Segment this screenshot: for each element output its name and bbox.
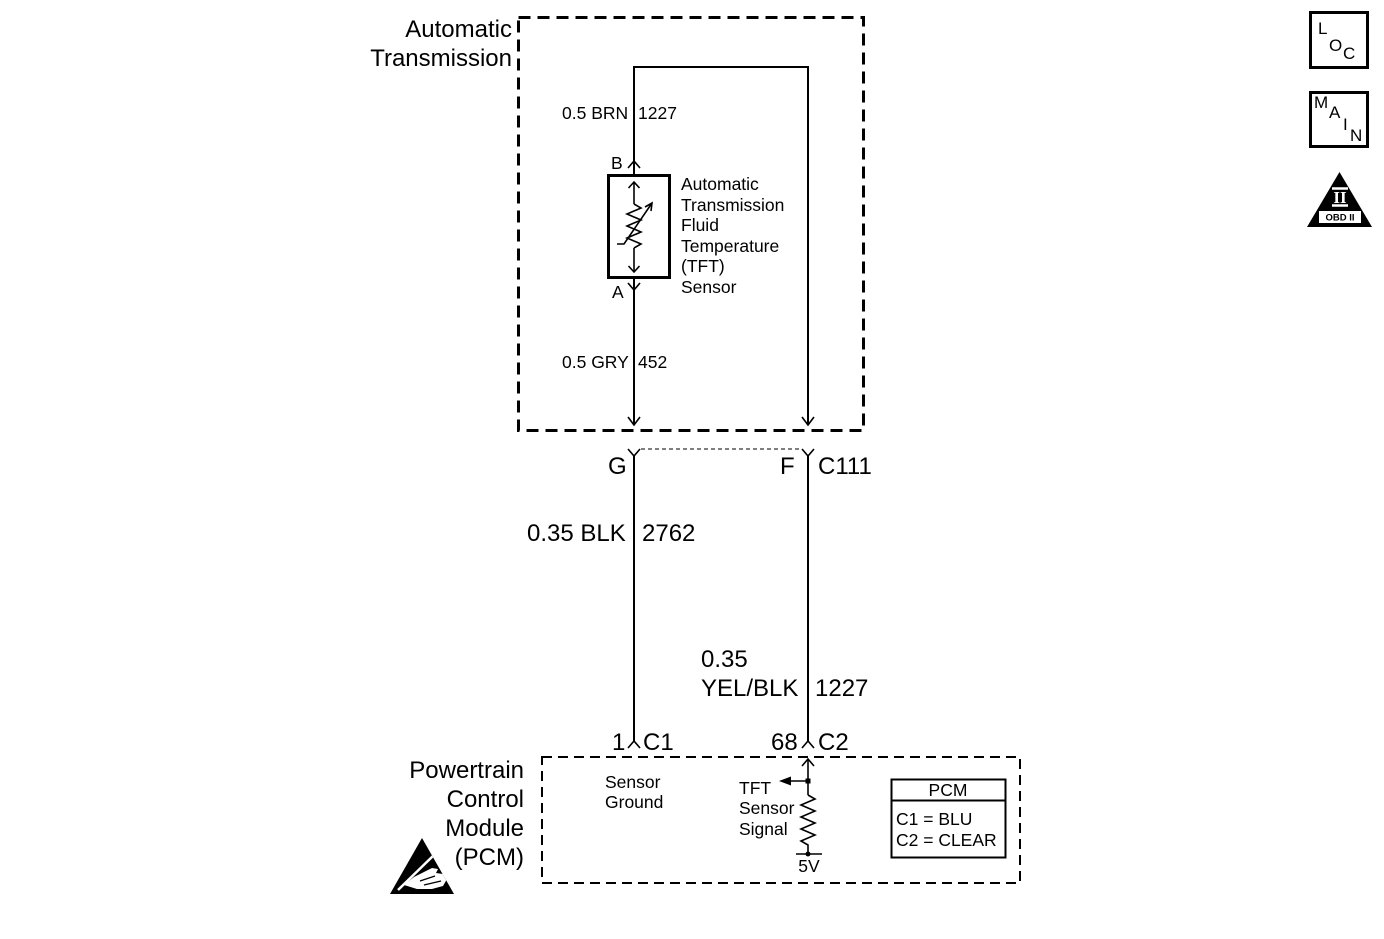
main-icon[interactable]: M A I N [1309,91,1369,148]
wire-brn-1227 [633,66,809,425]
pcm-title-line: Powertrain [409,757,524,784]
pcm-signal-connector: C2 [818,729,849,756]
wire-gauge-color-label: 0.5 BRN [562,103,628,123]
main-icon-letter: M [1314,93,1328,112]
sensor-name-line: Fluid [681,215,719,235]
wire-circuit-number: 452 [638,352,667,372]
wire-circuit-number: 2762 [642,520,695,547]
sensor-name-line: Temperature [681,236,779,256]
tft-signal-label-line: Sensor [739,798,795,818]
obd-ii-label-band [1319,211,1361,223]
reference-voltage-label: 5V [798,856,820,876]
obd-ii-numeral: II [1333,188,1347,207]
wire-color-label: YEL/BLK [701,675,798,702]
pcm-connector-legend: PCM C1 = BLU C2 = CLEAR [890,778,1007,859]
loc-icon-letter: L [1318,19,1327,38]
pcm-signal-cavity: 68 [771,729,798,756]
sensor-terminal-b-label: B [611,153,623,173]
loc-icon[interactable]: L O C [1309,11,1369,69]
esd-hand-icon [390,838,454,894]
sensor-name-line: Transmission [681,195,784,215]
main-icon-letter: I [1343,115,1348,134]
pcm-title-line: Module [445,815,524,842]
wire-gauge-color-label: 0.35 BLK [527,520,626,547]
sensor-ground-label-line: Ground [605,792,663,812]
transmission-title-line: Transmission [370,45,512,72]
legend-frame [890,778,1007,859]
transmission-assembly: Automatic Transmission 0.5 BRN 1227 B Au… [370,16,865,432]
legend-row: C2 = CLEAR [896,830,997,850]
reference-node-dot [805,851,811,857]
thermistor-arrowhead [644,201,653,212]
sensor-ground-label-line: Sensor [605,772,661,792]
arrow-down-icon [627,416,641,427]
pcm-ground-connector: C1 [643,729,674,756]
pullup-resistor-zigzag [798,794,818,854]
arrow-left-icon [779,776,791,786]
tft-signal-label-line: Signal [739,819,788,839]
arrow-down-icon [801,416,815,427]
c111-cavity-g [627,448,641,458]
pcm-terminal-c1-1 [627,739,641,749]
obd-ii-numeral-bars [1332,187,1348,207]
c111-cavity-f [801,448,815,458]
tft-sensor-symbol [607,174,671,279]
thermistor-variable-line [617,202,653,245]
pcm-boundary [541,756,1021,884]
sensor-name-line: (TFT) [681,256,725,276]
wire-gauge-color-label: 0.5 GRY [562,352,629,372]
main-icon-letter: A [1329,103,1341,122]
loc-icon-letter: O [1329,36,1342,55]
c111-cavity-f-label: F [780,453,795,480]
sensor-terminal-a-label: A [612,282,624,302]
pcm-title-line: Control [447,786,524,813]
arrow-down-icon [627,265,641,274]
legend-title: PCM [929,780,968,800]
pcm-terminal-c2-68 [801,739,815,749]
harness-wires: 0.35 BLK 2762 0.35 YEL/BLK 1227 [527,456,868,741]
pcm-module: 1 C1 68 C2 Powertrain Control Module (PC… [390,729,1021,894]
obd-ii-label: OBD II [1325,213,1354,224]
pcm-title-line: (PCM) [455,844,524,871]
tft-signal-pullup-circuit [779,757,822,857]
loc-icon-frame [1309,11,1369,69]
c111-cavity-g-label: G [608,453,627,480]
wire-circuit-number: 1227 [815,675,868,702]
pcm-ground-cavity: 1 [612,729,625,756]
resistor-zigzag [624,203,644,249]
main-icon-frame [1309,91,1369,148]
transmission-title-line: Automatic [405,16,512,43]
sensor-name-line: Automatic [681,174,759,194]
loc-icon-letter: C [1343,44,1355,63]
sensor-body [607,174,671,279]
main-icon-letter: N [1350,126,1362,145]
wire-circuit-number: 1227 [638,103,677,123]
tft-signal-label-line: TFT [739,778,771,798]
connector-c111: G F C111 [608,448,872,480]
transmission-boundary [517,16,865,432]
c111-connector-name: C111 [818,453,872,480]
legend-row: C1 = BLU [896,809,972,829]
sensor-name-line: Sensor [681,277,737,297]
obd-ii-icon[interactable]: II OBD II [1307,172,1372,227]
wire-gauge-label: 0.35 [701,646,748,673]
